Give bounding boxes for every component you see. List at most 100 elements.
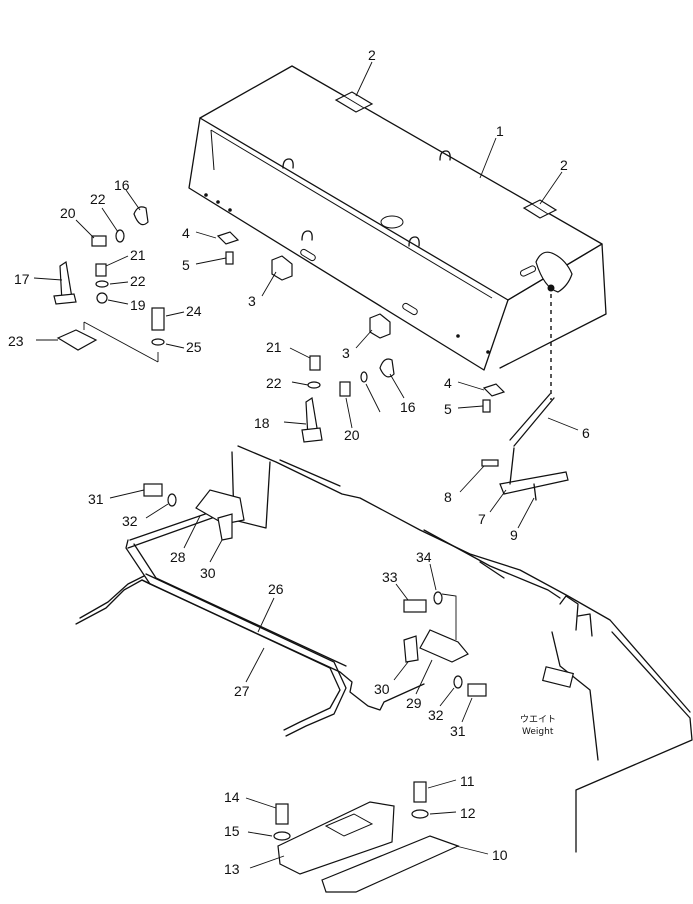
callout-18: 18 [254,415,270,431]
hook [408,236,420,247]
leader-31b [461,697,473,723]
leader-14 [245,797,277,809]
washer-part-22 [95,280,109,288]
leader-12 [429,811,457,815]
leader-17 [33,277,63,281]
washer-part-22 [115,229,125,243]
tubes [75,539,425,737]
callout-30: 30 [374,681,390,697]
washer-part-25 [151,338,165,346]
frame-left-bracket [231,451,271,529]
washer-part-22 [307,381,321,389]
bolt-part-24 [151,307,165,331]
leader-28 [183,515,201,549]
callout-13: 13 [224,861,240,877]
tube-part-27-left-inner [79,575,145,619]
callout-14: 14 [224,789,240,805]
callout-25: 25 [186,339,202,355]
callout-3: 3 [248,293,256,309]
vent-slot [519,265,537,277]
leader-31a [109,489,145,499]
bolt-part-20 [339,381,351,397]
leader-16b [389,373,405,399]
cover-box [188,65,607,371]
leader-16a [125,189,141,211]
callout-22: 22 [266,375,282,391]
catch-base [53,293,77,305]
tube-part-26-inner [133,543,347,667]
leader-27 [245,647,265,683]
leader-15 [247,831,273,837]
clip-part-3 [369,313,391,339]
hook [301,230,313,241]
cover-edge-line [210,129,493,299]
leader-30a [209,539,223,563]
frame-weight-outline [575,631,693,853]
bottom-plates [273,781,460,893]
leader-33 [395,583,409,601]
screw-part-19 [96,292,108,304]
bracket-part-29 [419,629,469,663]
stay-part-7 [499,471,569,495]
leader-3a [261,271,277,297]
frame-inner-edge [551,631,599,761]
callout-21: 21 [266,339,282,355]
frame-top-edge [237,445,691,713]
leader-19 [107,299,129,305]
bolt-part-21 [309,355,321,371]
callout-9: 9 [510,527,518,543]
weight-note: ウエイト Weight [520,714,556,737]
cover-top-hole [380,215,404,229]
pin-part-8 [481,459,499,467]
bolt-part-14 [275,803,289,825]
washer-part-12 [411,809,429,819]
vent-slot [300,248,316,262]
callout-32: 32 [122,513,138,529]
leader-6 [547,417,579,431]
washer-part-34 [433,591,443,605]
callout-23: 23 [8,333,24,349]
dot [486,350,490,354]
leader-13 [249,855,285,869]
callout-5: 5 [182,257,190,273]
leader-34 [429,563,437,591]
leader-2a [355,61,373,97]
leader-3b [355,329,373,349]
cover-edge-line-2 [210,129,215,171]
tube-part-27-inner [145,573,347,737]
callout-21: 21 [130,247,146,263]
bracket-part-4 [482,383,506,397]
vent-slot [402,302,418,316]
callout-22: 22 [90,191,106,207]
leader-22a [101,207,119,233]
callout-5: 5 [444,401,452,417]
leader-29 [415,659,433,695]
hinge-pin [343,95,365,109]
callout-7: 7 [478,511,486,527]
leader-32a [145,503,169,519]
callout-20: 20 [344,427,360,443]
callout-22: 22 [130,273,146,289]
callout-8: 8 [444,489,452,505]
bolt-part-21 [95,263,107,277]
tube-part-27 [141,579,341,731]
frame-hook-2 [577,613,593,637]
rod-part-6 [513,397,555,447]
washer-part-15 [273,831,291,841]
callout-4: 4 [182,225,190,241]
latch-part-16 [379,358,395,378]
leader-24 [165,311,185,317]
bolt-part-5 [225,251,234,265]
callout-31: 31 [450,723,466,739]
leader-5a [195,257,227,265]
callout-33: 33 [382,569,398,585]
callout-30: 30 [200,565,216,581]
leader-32b [439,687,455,707]
frame-hook [559,595,579,631]
callout-1: 1 [496,123,504,139]
callout-10: 10 [492,847,508,863]
callout-2: 2 [560,157,568,173]
dot [456,334,460,338]
bolt-part-31 [467,683,487,697]
